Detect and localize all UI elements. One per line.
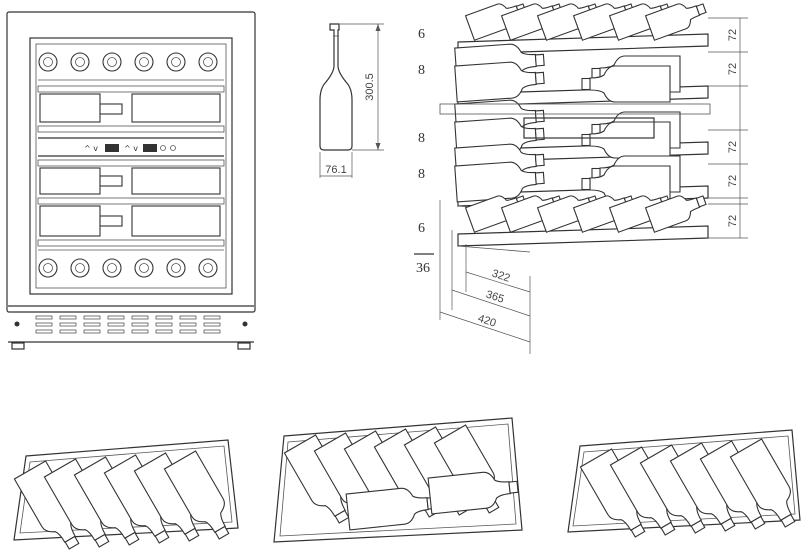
cabinet-outer-frame — [6, 11, 256, 313]
shelf-count-label: 6 — [418, 27, 425, 42]
svg-text:^ v: ^ v — [84, 144, 98, 153]
side-bottle — [39, 93, 221, 123]
bottle-end — [166, 52, 186, 72]
cabinet-front-view: ^ v ^ v — [6, 11, 256, 350]
vent-slot — [155, 329, 173, 334]
shelf-count-label: 6 — [418, 221, 425, 236]
depth-dimensions: 322 365 420 — [439, 200, 531, 354]
vent-slot — [59, 329, 77, 334]
vent-grille — [8, 305, 254, 343]
shelf-spacing-label: 72 — [727, 175, 739, 187]
vent-slot — [107, 329, 125, 334]
shelf-stack-isometric: 6 8 8 8 6 36 72 72 72 72 72 — [414, 0, 748, 354]
vent-slot — [203, 315, 221, 320]
bottle-height-label: 300.5 — [364, 73, 376, 101]
vent-slot — [179, 329, 197, 334]
shelf-bar — [37, 239, 225, 247]
bottle-dimension-drawing: 300.5 76.1 — [319, 23, 384, 178]
bottle-end — [38, 52, 58, 72]
divider-panel — [439, 103, 711, 115]
rack-control-panel — [523, 117, 655, 139]
bottle-end — [198, 258, 218, 278]
depth-label: 420 — [476, 313, 497, 330]
shelf-detail-6-bottles-right — [567, 429, 807, 544]
bottle-end — [102, 52, 122, 72]
shelf-spacing-label: 72 — [727, 215, 739, 227]
shelf-bar — [37, 85, 225, 93]
shelf-bar — [37, 197, 225, 205]
vent-slot — [107, 322, 125, 327]
shelf-count-label: 8 — [418, 167, 425, 182]
vent-slot — [131, 315, 149, 320]
cabinet-foot — [11, 342, 25, 350]
side-bottle — [39, 167, 221, 195]
vent-slot — [131, 329, 149, 334]
vent-slot — [59, 315, 77, 320]
bottle-end — [134, 258, 154, 278]
side-bottle — [39, 205, 221, 237]
vent-slot — [59, 322, 77, 327]
vent-slot — [203, 329, 221, 334]
vent-slot — [179, 315, 197, 320]
shelf-spacing-dimensions: 72 72 72 72 72 — [708, 17, 748, 239]
vent-slot — [83, 315, 101, 320]
vent-slot — [83, 329, 101, 334]
bottle-end — [134, 52, 154, 72]
vent-slot — [155, 315, 173, 320]
bottle-end — [166, 258, 186, 278]
depth-label: 365 — [484, 289, 505, 306]
shelf-bar — [37, 159, 225, 167]
glass-door-window — [29, 37, 233, 295]
shelf-count-label: 8 — [418, 63, 425, 78]
vent-slot — [107, 315, 125, 320]
depth-label: 322 — [490, 268, 511, 285]
vent-slot — [35, 322, 53, 327]
bottle-end — [38, 258, 58, 278]
control-panel: ^ v ^ v — [38, 137, 224, 157]
bottle-end — [70, 258, 90, 278]
shelf-bar — [37, 125, 225, 133]
vent-slot — [83, 322, 101, 327]
shelf-spacing-label: 72 — [727, 63, 739, 75]
vent-slot — [203, 322, 221, 327]
bottle-end — [198, 52, 218, 72]
vent-slot — [35, 315, 53, 320]
bottle-end — [70, 52, 90, 72]
shelf-count-label: 8 — [418, 131, 425, 146]
bottle-outline — [319, 23, 353, 151]
vent-slot — [155, 322, 173, 327]
shelf-spacing-label: 72 — [727, 141, 739, 153]
total-count-label: 36 — [416, 261, 430, 276]
cabinet-foot — [237, 342, 251, 350]
vent-slot — [35, 329, 53, 334]
shelf-detail-6-bottles-left — [13, 439, 241, 556]
shelf-spacing-label: 72 — [727, 29, 739, 41]
vent-slot — [131, 322, 149, 327]
bottle-end — [102, 258, 122, 278]
vent-slot — [179, 322, 197, 327]
bottle-diameter-label: 76.1 — [325, 164, 346, 176]
shelf-detail-8-bottles-middle — [273, 417, 523, 543]
svg-text:^ v: ^ v — [124, 144, 138, 153]
